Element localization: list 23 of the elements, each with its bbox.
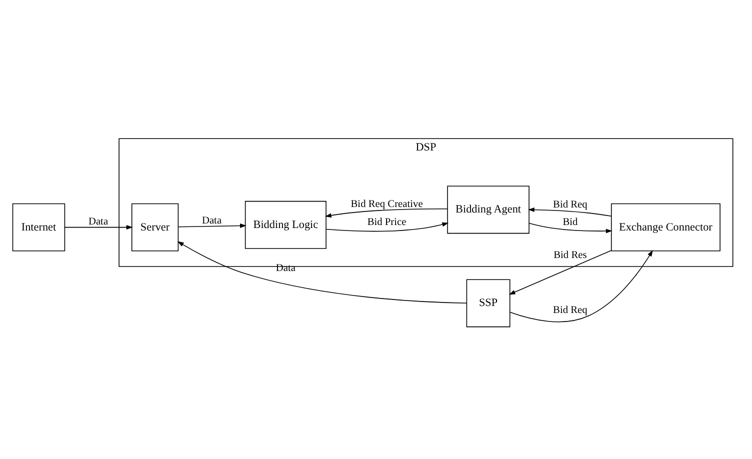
edge-label: Bid bbox=[562, 217, 578, 228]
edge-label: Bid Res bbox=[554, 250, 587, 261]
edge-label: Bid Req bbox=[553, 200, 588, 211]
edge-label: Data bbox=[88, 216, 108, 228]
edge-label: Bid Price bbox=[367, 217, 406, 228]
arrow bbox=[528, 207, 612, 217]
node-box: Bidding Logic bbox=[244, 200, 326, 249]
arrow bbox=[324, 208, 448, 218]
arrow bbox=[177, 241, 467, 304]
node-box: Server bbox=[131, 203, 179, 252]
edge-label: Data bbox=[202, 216, 222, 227]
node-box: Bidding Agent bbox=[447, 186, 530, 234]
arrow bbox=[178, 224, 246, 228]
arrow bbox=[508, 250, 612, 295]
arrow bbox=[510, 250, 653, 322]
arrow bbox=[64, 225, 133, 230]
node-box: Exchange Connector bbox=[610, 203, 720, 252]
arrow bbox=[326, 222, 449, 232]
edge-label: Bid Req Creative bbox=[350, 198, 423, 210]
node-box: SSP bbox=[466, 279, 510, 328]
edge-label: Bid Req bbox=[553, 305, 588, 316]
arrow bbox=[528, 222, 612, 234]
node-box: Internet bbox=[12, 203, 66, 252]
